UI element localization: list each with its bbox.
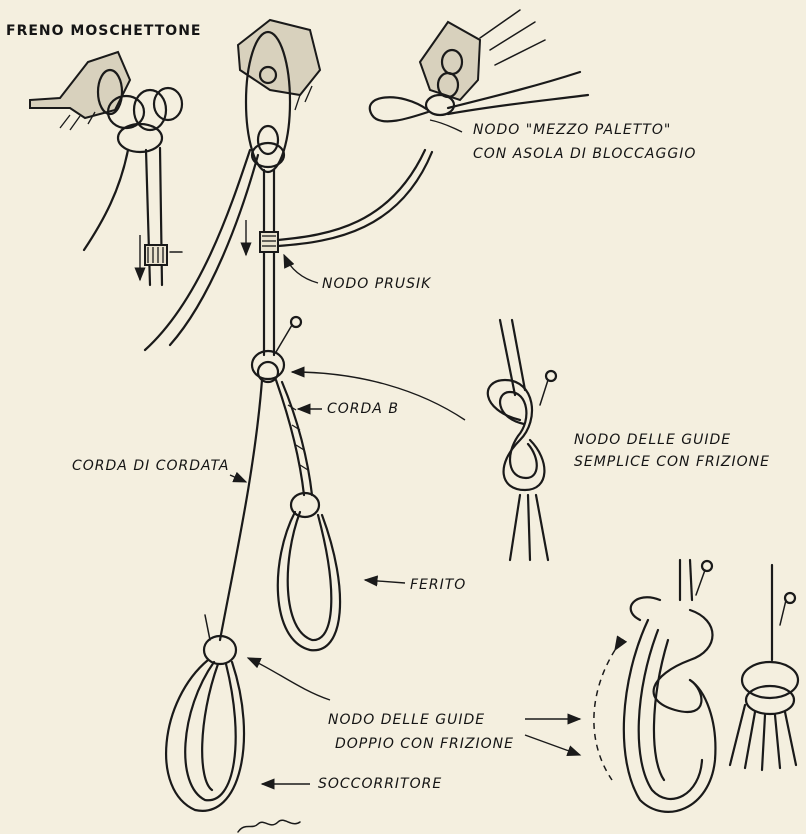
guide-semplice-drawing — [488, 320, 556, 560]
mezzo-paletto-drawing — [370, 10, 588, 121]
freno-moschettone-drawing — [30, 52, 182, 285]
label-guide-doppio-1: NODO DELLE GUIDE — [328, 712, 485, 728]
leader-lines — [230, 120, 580, 784]
artist-signature — [238, 820, 300, 832]
label-soccorritore: SOCCORRITORE — [318, 776, 442, 792]
ferito-loop-drawing — [220, 317, 340, 650]
label-guide-semplice-1: NODO DELLE GUIDE — [574, 432, 731, 448]
label-guide-doppio-2: DOPPIO CON FRIZIONE — [335, 736, 514, 752]
label-nodo-prusik: NODO PRUSIK — [322, 276, 432, 292]
soccorritore-loop-drawing — [166, 615, 244, 811]
guide-doppio-drawing — [594, 560, 798, 812]
label-mezzo-paletto-2: CON ASOLA DI BLOCCAGGIO — [473, 146, 696, 162]
label-corda-b: CORDA B — [327, 401, 399, 417]
label-corda-di-cordata: CORDA DI CORDATA — [72, 458, 229, 474]
main-anchor-drawing — [145, 20, 432, 355]
label-ferito: FERITO — [410, 577, 466, 593]
label-guide-semplice-2: SEMPLICE CON FRIZIONE — [574, 454, 770, 470]
label-mezzo-paletto-1: NODO "MEZZO PALETTO" — [473, 122, 671, 138]
label-freno-moschettone: FRENO MOSCHETTONE — [6, 23, 201, 39]
